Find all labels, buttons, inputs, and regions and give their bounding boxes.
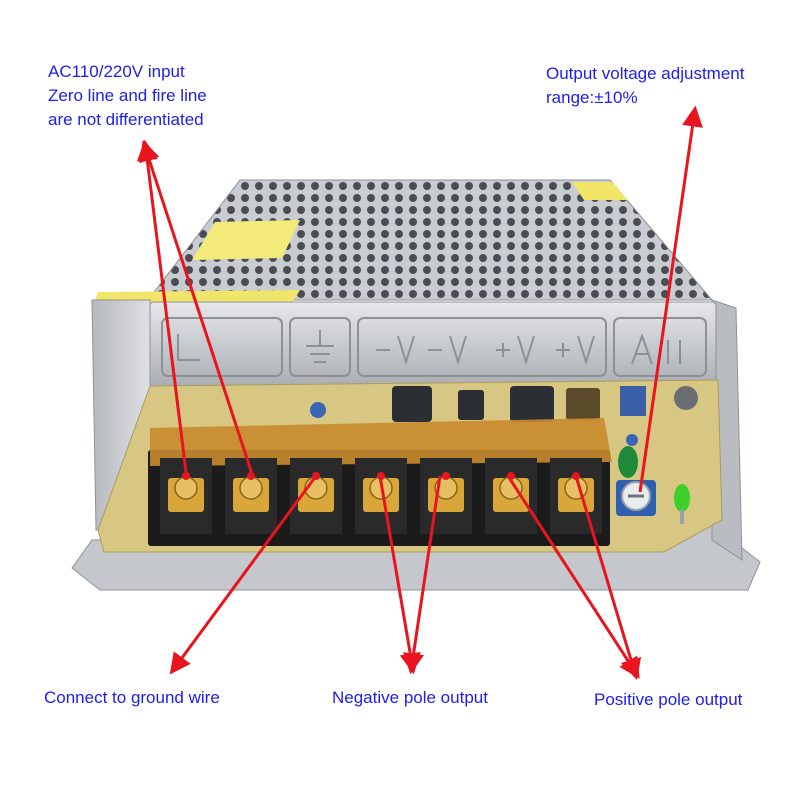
ac-input-line: Zero line and fire line <box>48 86 207 105</box>
embossed-symbols <box>161 317 707 377</box>
positive-arrow <box>506 475 640 679</box>
top-label <box>192 220 300 260</box>
negative-arrow <box>403 475 442 675</box>
screw-icon <box>290 458 342 534</box>
terminal-screws <box>160 458 602 534</box>
top-label <box>572 182 628 200</box>
voltage-adjustment-line: Output voltage adjustment <box>546 64 745 83</box>
screw-icon <box>485 458 537 534</box>
terminal-cover <box>150 418 612 466</box>
ground-label: Connect to ground wire <box>44 688 220 707</box>
screw-icon <box>355 458 407 534</box>
ground-arrow <box>169 475 318 675</box>
ac-input-line: are not differentiated <box>48 110 204 129</box>
ac-arrow <box>136 139 188 473</box>
internal-components <box>310 386 698 478</box>
potentiometer-icon <box>616 480 656 516</box>
positive-output-label: Positive pole output <box>594 690 743 709</box>
led-icon <box>674 484 690 524</box>
ac-input-label: AC110/220V input Zero line and fire line… <box>48 60 207 132</box>
positive-arrow <box>574 475 642 681</box>
screw-icon <box>420 458 472 534</box>
voltage-adjustment-line: range:±10% <box>546 88 638 107</box>
ac-arrow <box>139 140 254 475</box>
screw-icon <box>550 458 602 534</box>
ac-input-line: AC110/220V input <box>48 62 185 81</box>
negative-arrow <box>378 475 421 675</box>
voltage-adjustment-label: Output voltage adjustment range:±10% <box>546 62 744 110</box>
negative-output-label: Negative pole output <box>332 688 488 707</box>
adjust-arrow <box>638 105 703 493</box>
pointer-arrows <box>136 105 703 681</box>
